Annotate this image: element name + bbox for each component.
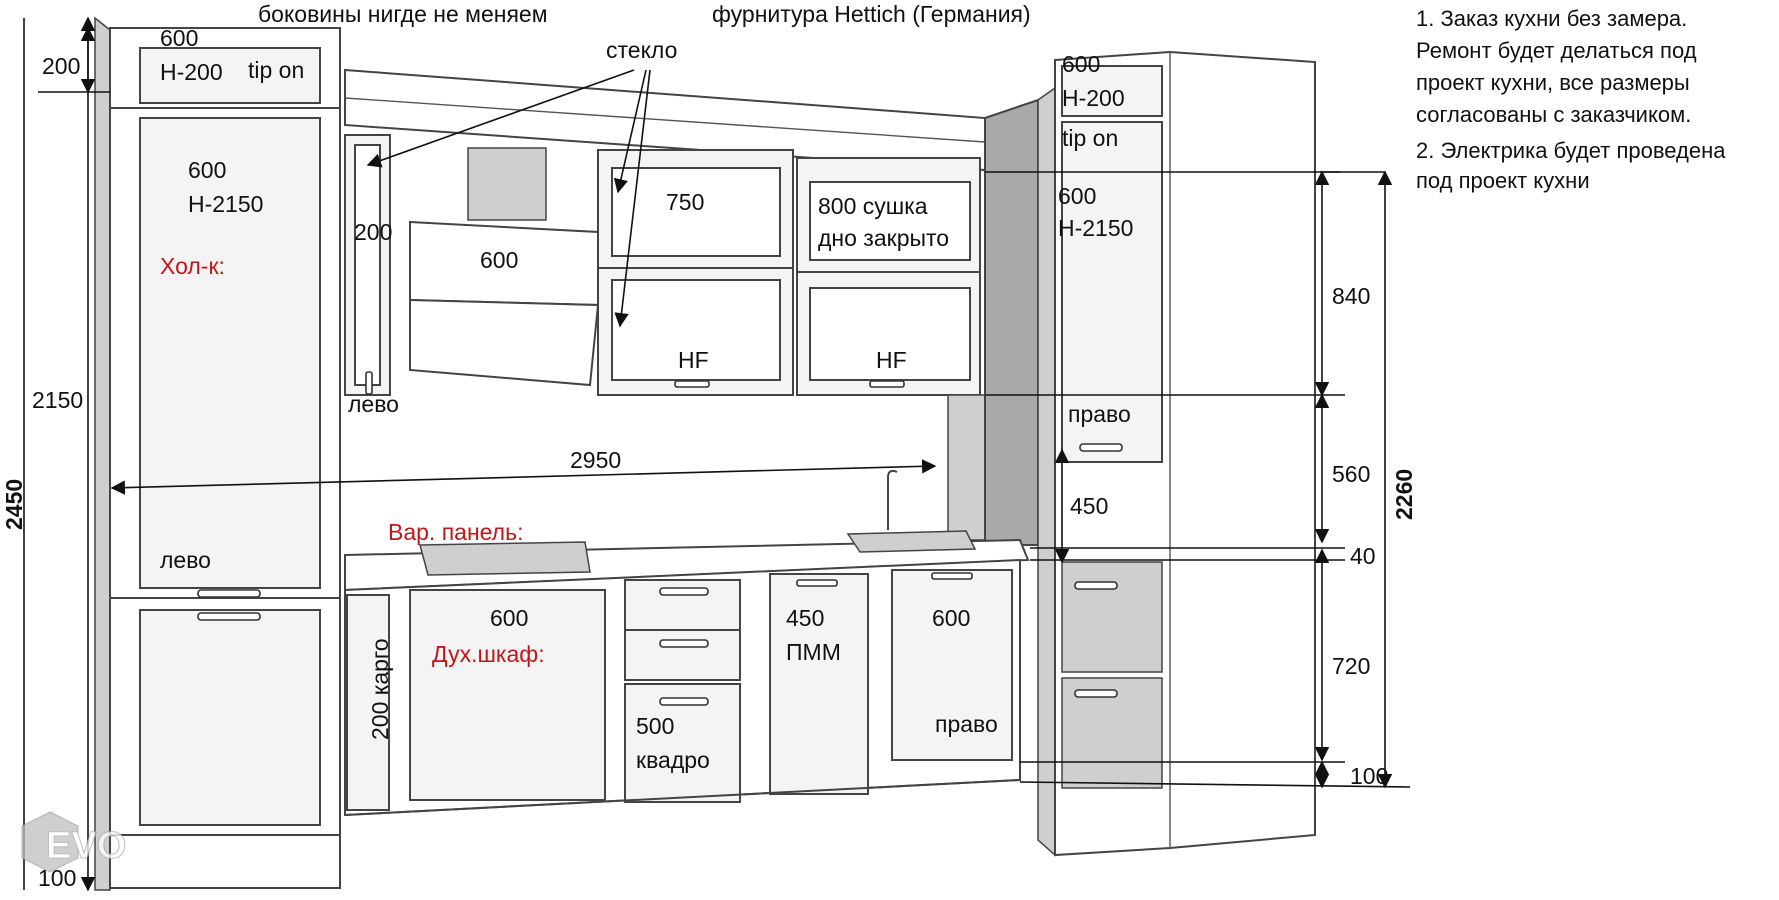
upper-cab-dim: 840 — [1332, 283, 1370, 309]
cab2-label: 800 сушка — [818, 193, 928, 219]
total-height: 2450 — [1, 479, 27, 530]
dw-width: 450 — [786, 605, 824, 631]
cab2-lift: HF — [876, 347, 907, 373]
notes-block: 1. Заказ кухни без замера. Ремонт будет … — [1416, 6, 1726, 193]
dw-label: ПММ — [786, 639, 841, 665]
glass-label: стекло — [606, 37, 677, 63]
right-main-width: 600 — [1058, 183, 1096, 209]
left-main-width: 600 — [188, 157, 226, 183]
cargo-label: 200 карго — [367, 638, 393, 740]
drawers-width: 500 — [636, 713, 674, 739]
column-height-dim: 2150 — [32, 387, 83, 413]
upper-cabinets — [344, 68, 986, 396]
right-main-height: Н-2150 — [1058, 215, 1133, 241]
oven-label: Дух.шкаф: — [432, 641, 545, 667]
cab1-width: 750 — [666, 189, 704, 215]
sides-note: боковины нигде не меняем — [258, 1, 548, 27]
narrow-hinge: лево — [348, 391, 399, 417]
left-tall-column — [94, 16, 341, 891]
note-line-3: проект кухни, все размеры — [1416, 70, 1690, 95]
fridge-label: Хол-к: — [160, 253, 225, 279]
cab2-bottom: дно закрыто — [818, 225, 949, 251]
top-module-dim: 200 — [42, 53, 80, 79]
note-line-6: под проект кухни — [1416, 168, 1590, 193]
left-tip-on: tip on — [248, 57, 304, 83]
right-hinge: право — [1068, 401, 1131, 427]
worktop-dim: 40 — [1350, 543, 1376, 569]
right-tall-column — [1037, 50, 1316, 857]
sink-hinge: право — [935, 711, 998, 737]
right-total-dim: 2260 — [1391, 469, 1417, 520]
run-length-dim: 2950 — [570, 447, 621, 473]
base-dim: 720 — [1332, 653, 1370, 679]
watermark-text: EVO — [46, 825, 126, 867]
narrow-width: 200 — [354, 219, 392, 245]
right-tip-on: tip on — [1062, 125, 1118, 151]
dimension-lines — [23, 16, 1411, 892]
left-top-width: 600 — [160, 25, 198, 51]
sink-width: 600 — [932, 605, 970, 631]
oven-width: 600 — [490, 605, 528, 631]
wall-return — [947, 98, 1039, 546]
base-cabinets — [344, 469, 1030, 817]
fittings-note: фурнитура Hettich (Германия) — [712, 1, 1031, 27]
niche-height: 450 — [1070, 493, 1108, 519]
note-line-4: согласованы с заказчиком. — [1416, 102, 1691, 127]
plinth-right-dim: 100 — [1350, 763, 1388, 789]
hood-width: 600 — [480, 247, 518, 273]
left-main-height: Н-2150 — [188, 191, 263, 217]
note-line-1: 1. Заказ кухни без замера. — [1416, 6, 1687, 31]
note-line-5: 2. Электрика будет проведена — [1416, 138, 1726, 163]
right-top-height: Н-200 — [1062, 85, 1125, 111]
right-top-width: 600 — [1062, 51, 1100, 77]
backsplash-dim: 560 — [1332, 461, 1370, 487]
watermark-logo: EVO — [21, 811, 127, 873]
left-top-height: Н-200 — [160, 59, 223, 85]
drawers-type: квадро — [636, 747, 710, 773]
note-line-2: Ремонт будет делаться под — [1416, 38, 1697, 63]
hob-label: Вар. панель: — [388, 519, 523, 545]
left-hinge: лево — [160, 547, 211, 573]
cab1-lift: HF — [678, 347, 709, 373]
